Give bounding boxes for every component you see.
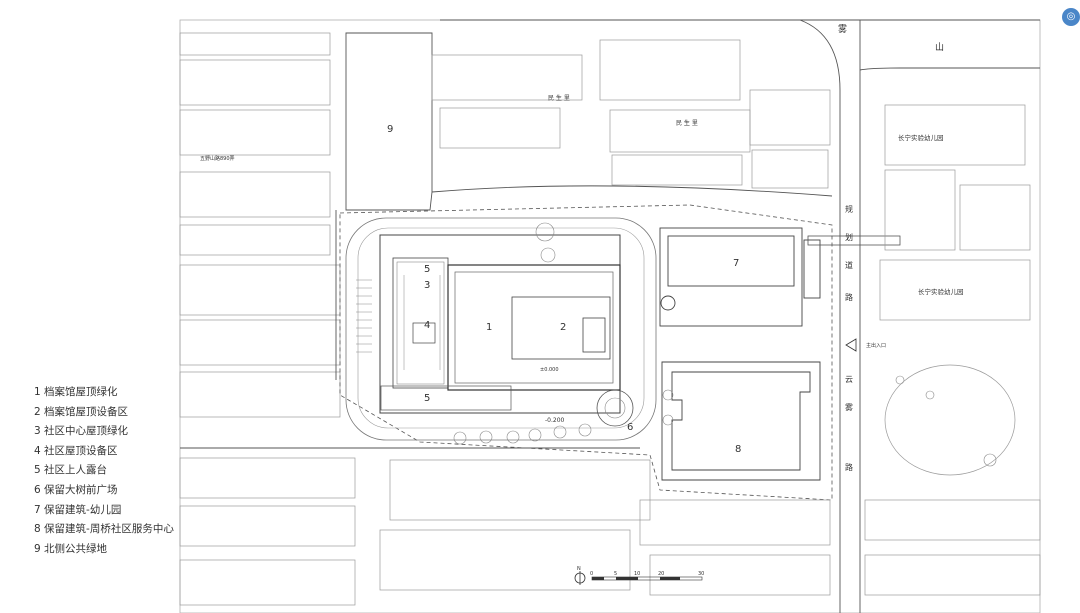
scale-0: 0 bbox=[590, 571, 593, 577]
label-2: 2 bbox=[560, 322, 566, 333]
label-1: 1 bbox=[486, 322, 492, 333]
legend-item: 1 档案馆屋顶绿化 bbox=[34, 386, 118, 398]
legend-item: 5 社区上人露台 bbox=[34, 464, 108, 477]
elevation-label: -0.200 bbox=[545, 417, 565, 424]
scale-20: 20 bbox=[658, 571, 664, 577]
legend-item: 3 社区中心屋顶绿化 bbox=[34, 425, 129, 438]
fire-loop-road bbox=[345, 217, 657, 441]
road-label-wu: 雾 bbox=[838, 24, 847, 35]
kindergarten-label-2: 长宁实验幼儿园 bbox=[918, 287, 964, 296]
label-9: 9 bbox=[387, 124, 393, 135]
scale-5: 5 bbox=[614, 571, 617, 577]
label-5b: 5 bbox=[424, 393, 430, 404]
label-6: 6 bbox=[627, 422, 633, 433]
road-label-yi: 雾 bbox=[845, 403, 853, 412]
kindergarten-building bbox=[659, 227, 821, 327]
label-8: 8 bbox=[735, 444, 741, 455]
scale-30: 30 bbox=[698, 571, 704, 577]
road-label-lu: 路 bbox=[845, 292, 853, 302]
entrance-label: 主出入口 bbox=[866, 342, 886, 349]
north-label: N bbox=[577, 566, 581, 572]
main-building bbox=[379, 234, 621, 414]
app-badge-icon[interactable]: ◎ bbox=[1062, 8, 1080, 26]
residential-blocks-west bbox=[179, 32, 341, 418]
legend-item: 9 北侧公共绿地 bbox=[34, 542, 108, 555]
east-blocks bbox=[864, 104, 1041, 596]
road-label-lu2: 路 bbox=[845, 462, 853, 472]
road-label-yun: 云 bbox=[845, 375, 853, 384]
entrance-arrow-icon bbox=[845, 338, 857, 352]
legend-item: 7 保留建筑-幼儿园 bbox=[34, 503, 122, 516]
wuyi-road-label: 五野山路890弄 bbox=[200, 155, 235, 162]
label-4: 4 bbox=[424, 320, 430, 331]
tree-plaza-circle bbox=[596, 389, 634, 427]
scale-10: 10 bbox=[634, 571, 640, 577]
road-label-dao: 道 bbox=[845, 260, 853, 270]
service-center-building bbox=[661, 361, 821, 481]
minsheng-label-1: 民 生 里 bbox=[548, 94, 570, 102]
site-boundary bbox=[339, 204, 833, 501]
road-label-hua: 划 bbox=[845, 232, 853, 242]
roads bbox=[180, 19, 1040, 613]
elevation-main-label: ±0.000 bbox=[540, 367, 559, 373]
minsheng-label-2: 民 生 里 bbox=[676, 119, 698, 127]
road-label-gui: 规 bbox=[845, 204, 853, 214]
south-blocks bbox=[179, 457, 831, 606]
label-3: 3 bbox=[424, 280, 430, 291]
label-7: 7 bbox=[733, 258, 739, 269]
bridge-link bbox=[807, 235, 901, 246]
legend-item: 6 保留大树前广场 bbox=[34, 483, 118, 496]
parking-stripes bbox=[356, 279, 372, 353]
north-green-plot bbox=[345, 32, 433, 211]
road-label-shan: 山 bbox=[935, 42, 944, 53]
kindergarten-label-1: 长宁实验幼儿园 bbox=[898, 133, 944, 142]
legend-item: 2 档案馆屋顶设备区 bbox=[34, 405, 129, 418]
tree-icon bbox=[604, 397, 626, 419]
legend-item: 8 保留建筑-周桥社区服务中心 bbox=[34, 523, 174, 536]
label-5a: 5 bbox=[424, 264, 430, 275]
legend: 1 档案馆屋顶绿化 2 档案馆屋顶设备区 3 社区中心屋顶绿化 4 社区屋顶设备… bbox=[34, 383, 174, 559]
minsheng-blocks bbox=[431, 39, 831, 189]
scale-bar: N 0 5 10 20 30 bbox=[574, 566, 704, 585]
trees bbox=[453, 222, 997, 467]
legend-item: 4 社区屋顶设备区 bbox=[34, 444, 118, 457]
